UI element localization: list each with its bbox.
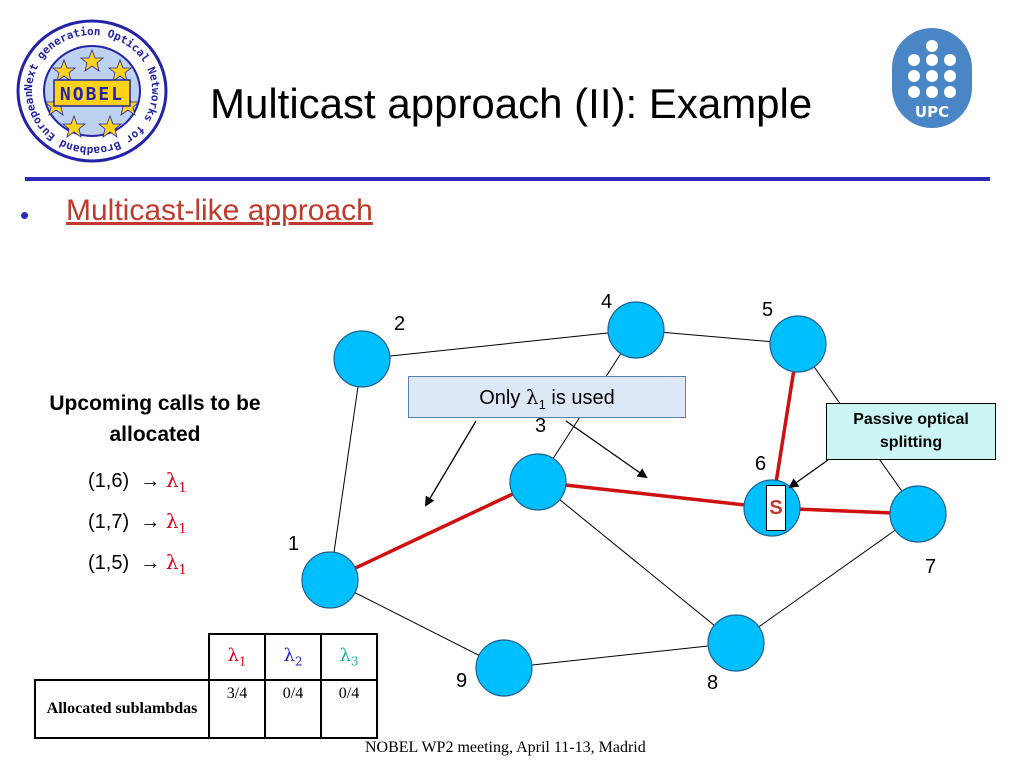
table-row-label: Allocated sublambdas — [34, 679, 210, 739]
node-label: 8 — [707, 672, 718, 694]
table-header-row: λ1 λ2 λ3 — [35, 633, 378, 681]
call-pair: (1,5) — [88, 552, 130, 574]
network-node[interactable] — [301, 551, 359, 609]
lambda-subscript: 1 — [178, 563, 187, 578]
table-cell: 0/4 — [264, 679, 322, 739]
splitter-box: S — [766, 485, 786, 531]
call-item: (1,5) → λ1 — [88, 550, 187, 578]
callout-arrow — [565, 420, 648, 479]
passive-arrow — [788, 459, 829, 489]
arrow-right-icon: → — [140, 470, 161, 492]
lambda-symbol: λ — [339, 645, 351, 667]
call-item: (1,6) → λ1 — [88, 468, 187, 496]
network-link — [329, 579, 505, 669]
page-title: Multicast approach (II): Example — [210, 80, 813, 127]
network-node[interactable] — [889, 485, 947, 543]
footer-text: NOBEL WP2 meeting, April 11-13, Madrid — [365, 739, 646, 756]
network-node[interactable] — [509, 453, 567, 511]
node-label: 7 — [925, 556, 936, 578]
nodes-layer: 1 2 3 4 5 6 7 8 9 — [288, 291, 947, 697]
upc-logo-text: UPC — [915, 103, 949, 121]
network-node[interactable] — [707, 614, 765, 672]
lambda-symbol: λ — [525, 385, 539, 409]
table-header-cell: λ3 — [320, 633, 378, 681]
upc-logo: UPC — [892, 28, 972, 128]
callout-suffix: is used — [545, 387, 615, 409]
network-link — [503, 642, 737, 669]
network-link — [329, 358, 363, 581]
callout-arrows — [424, 420, 829, 507]
bullet-link[interactable]: Multicast-like approach — [66, 194, 373, 227]
lambda-symbol: λ — [165, 509, 179, 533]
table-header-cell: λ1 — [208, 633, 266, 681]
links-layer — [329, 329, 919, 669]
network-node[interactable] — [475, 639, 533, 697]
table-row: Allocated sublambdas 3/4 0/4 0/4 — [34, 679, 378, 739]
passive-splitting-callout: Passive optical splitting — [826, 403, 996, 460]
callout-arrow — [424, 420, 477, 507]
table-cell: 3/4 — [208, 679, 266, 739]
node-label: 3 — [535, 415, 546, 437]
table-cell: 0/4 — [320, 679, 378, 739]
node-label: 4 — [601, 291, 612, 313]
lambda-subscript: 1 — [538, 397, 546, 412]
active-link — [537, 480, 773, 510]
node-label: 9 — [456, 670, 467, 692]
arrow-right-icon: → — [140, 511, 161, 533]
call-pair: (1,6) — [88, 470, 130, 492]
network-link — [537, 481, 737, 644]
node-label: 1 — [288, 533, 299, 555]
lambda-symbol: λ — [227, 645, 239, 667]
network-node[interactable] — [333, 330, 391, 388]
lambda-subscript: 2 — [294, 654, 303, 669]
calls-heading: Upcoming calls to be allocated — [49, 392, 261, 446]
lambda-symbol: λ — [165, 468, 179, 492]
network-link — [735, 513, 919, 644]
lambda-subscript: 1 — [178, 522, 187, 537]
lambda-subscript: 3 — [350, 654, 359, 669]
sublambda-table: λ1 λ2 λ3 Allocated sublambdas 3/4 0/4 0/… — [34, 633, 378, 739]
bullet-icon: • — [20, 200, 30, 230]
nobel-logo: Next generation Optical Networks for Bro… — [12, 16, 168, 163]
network-node[interactable] — [607, 301, 665, 359]
nobel-center-text: NOBEL — [60, 84, 124, 105]
title-divider — [25, 177, 990, 181]
lambda-subscript: 1 — [238, 654, 247, 669]
active-link — [329, 480, 539, 582]
node-label: 6 — [755, 453, 766, 475]
lambda-callout: Only λ1 is used — [408, 376, 686, 418]
table-header-cell: λ2 — [264, 633, 322, 681]
callout-prefix: Only — [479, 387, 526, 409]
call-item: (1,7) → λ1 — [88, 509, 187, 537]
lambda-subscript: 1 — [178, 481, 187, 496]
arrow-right-icon: → — [140, 552, 161, 574]
lambda-symbol: λ — [165, 550, 179, 574]
call-pair: (1,7) — [88, 511, 130, 533]
lambda-symbol: λ — [283, 645, 295, 667]
node-label: 5 — [762, 299, 773, 321]
network-node[interactable] — [769, 315, 827, 373]
node-label: 2 — [394, 313, 405, 335]
network-link — [361, 329, 637, 360]
table-corner — [35, 634, 209, 680]
